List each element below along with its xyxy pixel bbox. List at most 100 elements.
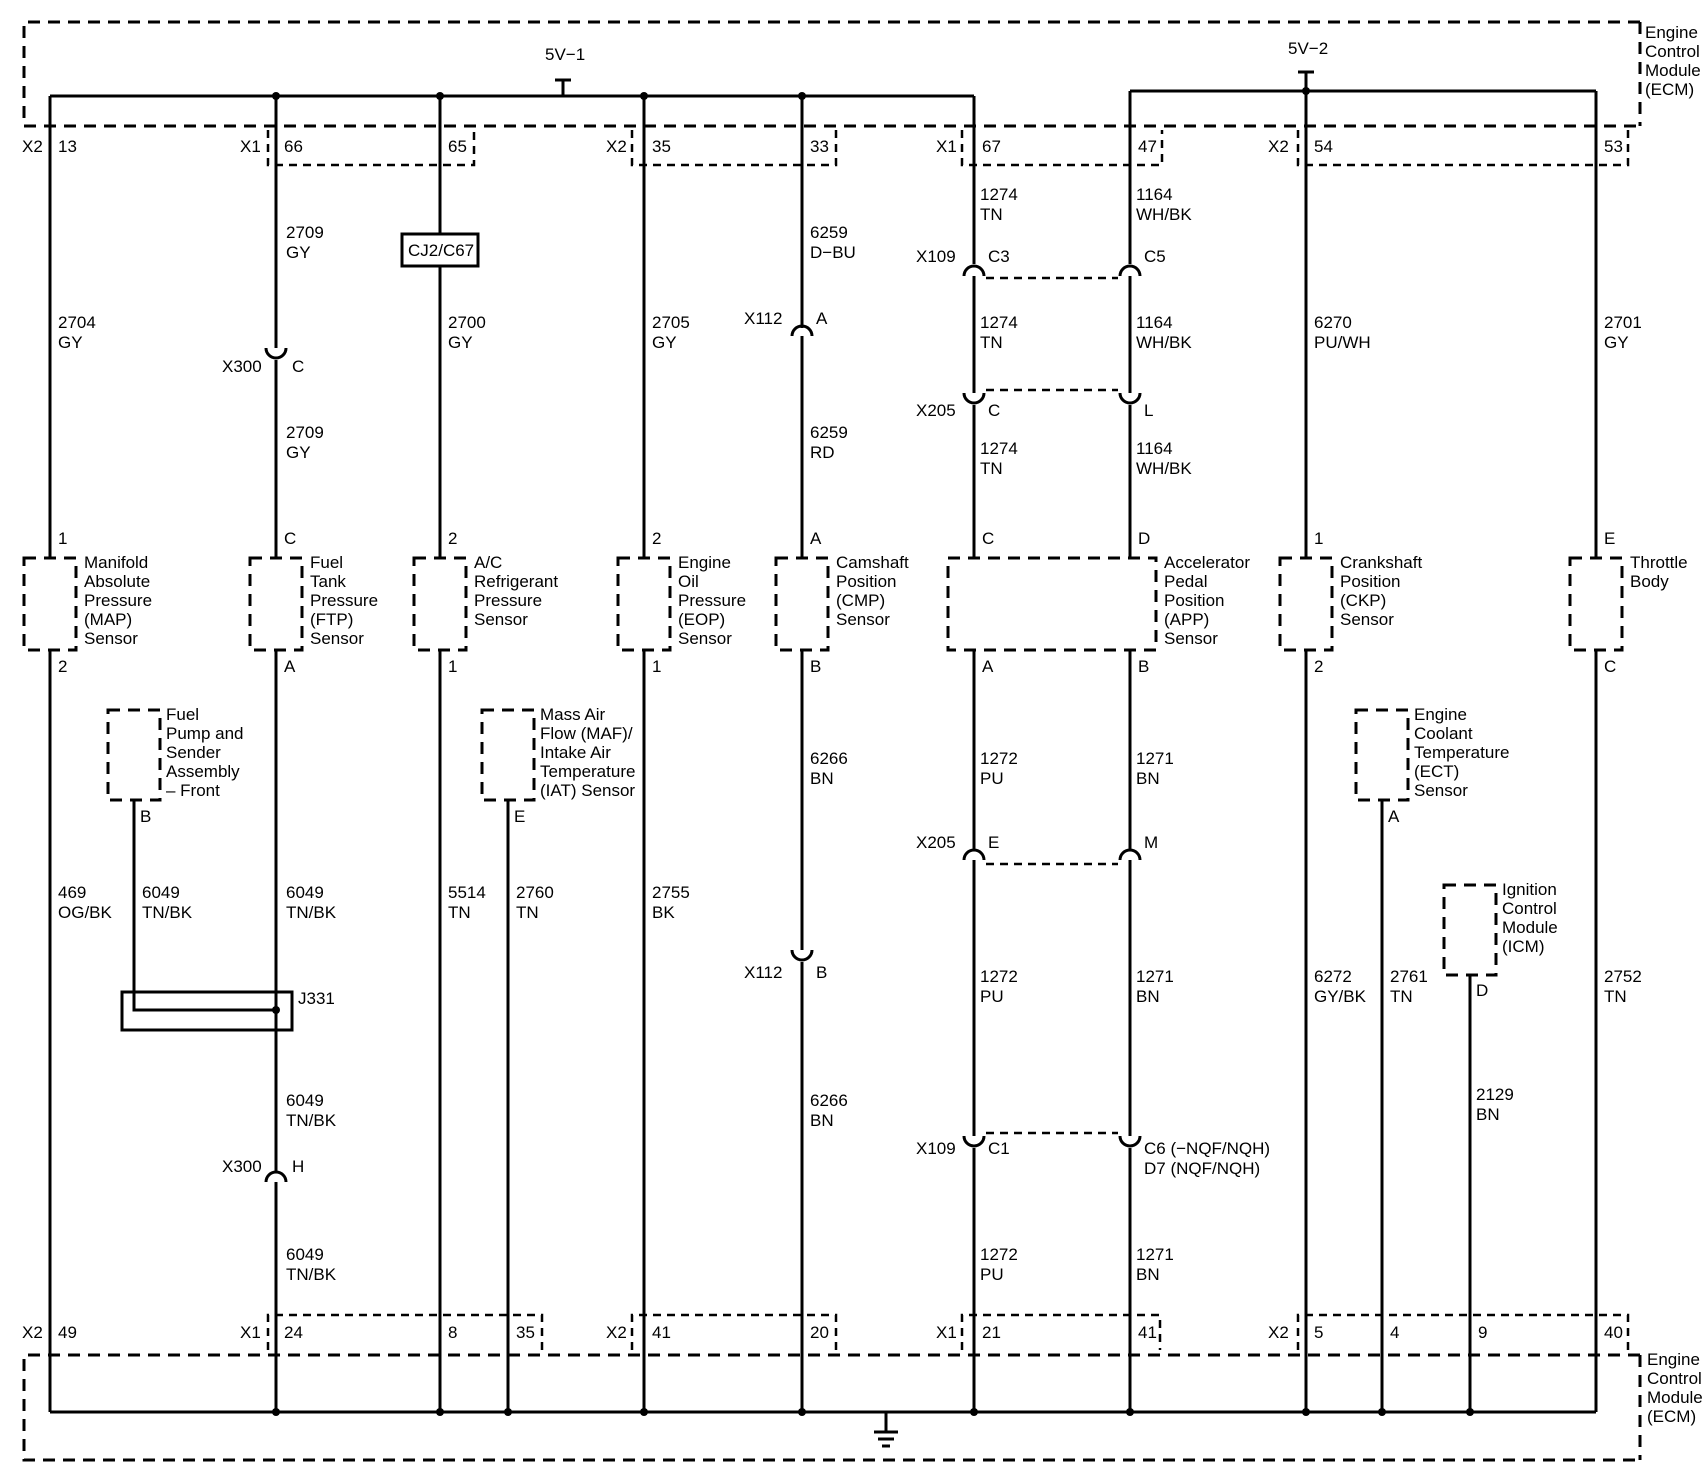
svg-text:(ECT): (ECT): [1414, 762, 1459, 781]
svg-text:2761: 2761: [1390, 967, 1428, 986]
junction-dots: [272, 87, 1474, 1416]
splice-j331: J331: [120, 989, 335, 1032]
svg-text:CJ2/C67: CJ2/C67: [408, 241, 474, 260]
svg-text:BN: BN: [1136, 987, 1160, 1006]
svg-text:(FTP): (FTP): [310, 610, 353, 629]
ftp-sensor-label: Fuel Tank Pressure (FTP) Sensor: [310, 553, 378, 648]
svg-text:PU/WH: PU/WH: [1314, 333, 1371, 352]
svg-text:2701: 2701: [1604, 313, 1642, 332]
svg-text:1271: 1271: [1136, 1245, 1174, 1264]
svg-text:Pressure: Pressure: [678, 591, 746, 610]
svg-text:Sensor: Sensor: [474, 610, 528, 629]
icm-label: Ignition Control Module (ICM): [1502, 880, 1558, 956]
svg-text:X300: X300: [222, 357, 262, 376]
svg-text:WH/BK: WH/BK: [1136, 459, 1192, 478]
svg-text:TN: TN: [448, 903, 471, 922]
svg-text:Mass Air: Mass Air: [540, 705, 606, 724]
inline-connector-labels: X109 C3 C5 X205 C L X300 C X112 A X205 E…: [222, 247, 1270, 1178]
eop-sensor-label: Engine Oil Pressure (EOP) Sensor: [678, 553, 746, 648]
svg-text:X205: X205: [916, 833, 956, 852]
ect-sensor-label: Engine Coolant Temperature (ECT) Sensor: [1414, 705, 1509, 800]
svg-text:BN: BN: [1136, 1265, 1160, 1284]
svg-text:6272: 6272: [1314, 967, 1352, 986]
svg-text:GY: GY: [58, 333, 83, 352]
svg-text:Position: Position: [836, 572, 896, 591]
component-boxes: [22, 556, 1624, 977]
svg-text:E: E: [988, 833, 999, 852]
svg-text:RD: RD: [810, 443, 835, 462]
svg-text:(ICM): (ICM): [1502, 937, 1544, 956]
ckp-sensor-label: Crankshaft Position (CKP) Sensor: [1340, 553, 1422, 629]
svg-text:B: B: [1138, 657, 1149, 676]
svg-text:Position: Position: [1164, 591, 1224, 610]
svg-text:C3: C3: [988, 247, 1010, 266]
svg-text:Engine: Engine: [1414, 705, 1467, 724]
svg-text:Accelerator: Accelerator: [1164, 553, 1250, 572]
svg-text:(CMP): (CMP): [836, 591, 885, 610]
svg-text:M: M: [1144, 833, 1158, 852]
svg-text:2704: 2704: [58, 313, 96, 332]
svg-text:B: B: [140, 807, 151, 826]
svg-text:4: 4: [1390, 1323, 1399, 1342]
svg-text:X2: X2: [606, 137, 627, 156]
svg-text:(ECM): (ECM): [1647, 1407, 1696, 1426]
svg-text:Module: Module: [1645, 61, 1701, 80]
ac-pressure-sensor-label: A/C Refrigerant Pressure Sensor: [474, 553, 558, 629]
svg-text:PU: PU: [980, 769, 1004, 788]
svg-text:Tank: Tank: [310, 572, 346, 591]
svg-text:47: 47: [1138, 137, 1157, 156]
svg-text:Engine: Engine: [1647, 1350, 1700, 1369]
svg-text:(EOP): (EOP): [678, 610, 725, 629]
svg-text:Throttle: Throttle: [1630, 553, 1688, 572]
svg-text:C: C: [284, 529, 296, 548]
svg-text:A: A: [284, 657, 296, 676]
svg-text:Pedal: Pedal: [1164, 572, 1207, 591]
svg-text:Sensor: Sensor: [1340, 610, 1394, 629]
svg-text:C: C: [988, 401, 1000, 420]
svg-text:GY: GY: [448, 333, 473, 352]
svg-text:GY/BK: GY/BK: [1314, 987, 1367, 1006]
svg-text:C1: C1: [988, 1139, 1010, 1158]
svg-text:41: 41: [1138, 1323, 1157, 1342]
svg-text:9: 9: [1478, 1323, 1487, 1342]
svg-text:1: 1: [448, 657, 457, 676]
svg-text:Manifold: Manifold: [84, 553, 148, 572]
svg-text:35: 35: [652, 137, 671, 156]
svg-text:5V−1: 5V−1: [545, 45, 585, 64]
wires: [48, 91, 1598, 1412]
svg-text:Control: Control: [1647, 1369, 1702, 1388]
svg-text:A: A: [1388, 807, 1400, 826]
svg-text:Refrigerant: Refrigerant: [474, 572, 558, 591]
svg-text:WH/BK: WH/BK: [1136, 205, 1192, 224]
svg-text:TN: TN: [980, 205, 1003, 224]
svg-text:65: 65: [448, 137, 467, 156]
svg-text:20: 20: [810, 1323, 829, 1342]
svg-text:Crankshaft: Crankshaft: [1340, 553, 1422, 572]
svg-text:A: A: [816, 309, 828, 328]
svg-text:53: 53: [1604, 137, 1623, 156]
ecm-top-labels: X2 13 X1 66 65 X2 35 33 X1 67 47 X2 54 5…: [22, 137, 1623, 156]
svg-text:TN: TN: [980, 333, 1003, 352]
svg-text:Pump and: Pump and: [166, 724, 244, 743]
svg-text:C: C: [1604, 657, 1616, 676]
svg-text:D7 (NQF/NQH): D7 (NQF/NQH): [1144, 1159, 1260, 1178]
svg-text:E: E: [514, 807, 525, 826]
svg-text:Control: Control: [1645, 42, 1700, 61]
svg-text:40: 40: [1604, 1323, 1623, 1342]
svg-text:67: 67: [982, 137, 1001, 156]
svg-text:(CKP): (CKP): [1340, 591, 1386, 610]
svg-text:X1: X1: [240, 137, 261, 156]
svg-text:PU: PU: [980, 1265, 1004, 1284]
svg-text:A/C: A/C: [474, 553, 502, 572]
svg-text:Temperature: Temperature: [540, 762, 635, 781]
svg-text:Flow (MAF)/: Flow (MAF)/: [540, 724, 633, 743]
svg-text:(APP): (APP): [1164, 610, 1209, 629]
svg-text:Body: Body: [1630, 572, 1669, 591]
svg-text:Module: Module: [1647, 1388, 1703, 1407]
svg-text:8: 8: [448, 1323, 457, 1342]
svg-text:(MAP): (MAP): [84, 610, 132, 629]
svg-text:2760: 2760: [516, 883, 554, 902]
svg-text:Fuel: Fuel: [166, 705, 199, 724]
ecm-bottom-connector-brackets: [266, 1313, 1630, 1350]
svg-text:5V−2: 5V−2: [1288, 39, 1328, 58]
